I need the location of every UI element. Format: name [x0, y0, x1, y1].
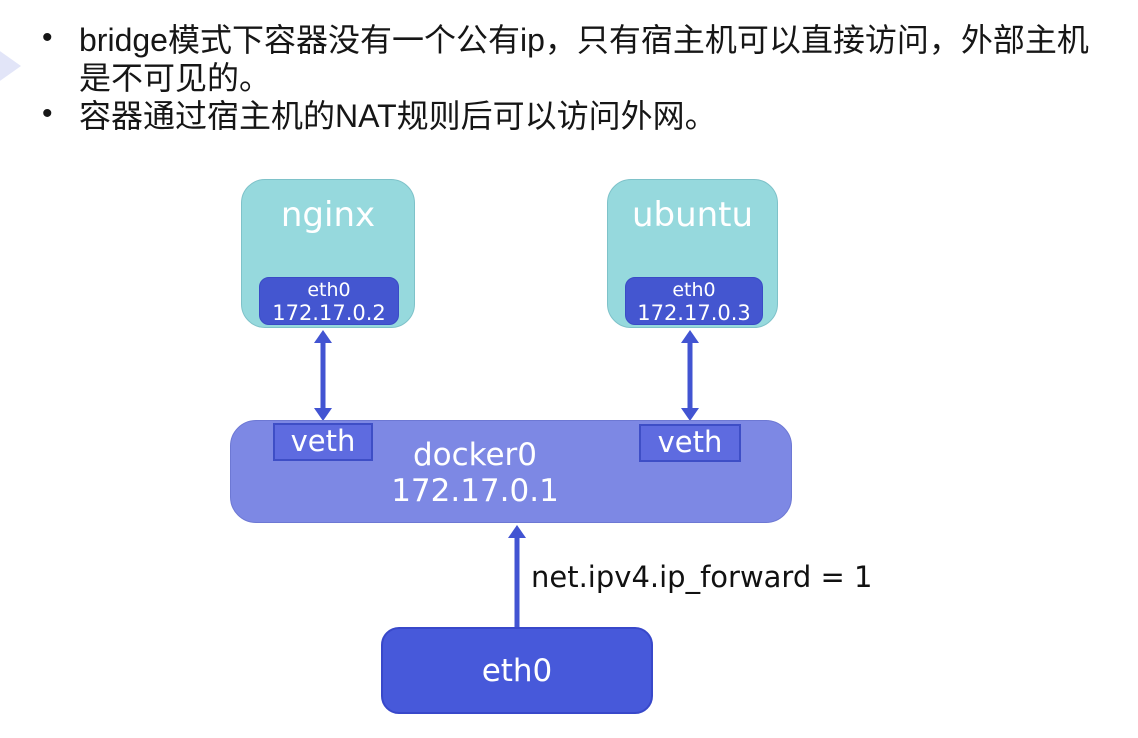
- veth-left: veth: [273, 423, 373, 461]
- arrow-line: [514, 536, 520, 629]
- ip-forward-annotation: net.ipv4.ip_forward = 1: [531, 560, 873, 594]
- container-name: nginx: [280, 195, 376, 235]
- note-bullet-nat: 容器通过宿主机的NAT规则后可以访问外网。: [42, 95, 1127, 135]
- arrowhead-up-icon: [508, 525, 526, 538]
- interface-ip: 172.17.0.2: [272, 301, 386, 325]
- interface-name: eth0: [672, 279, 716, 301]
- interface-ip: 172.17.0.3: [637, 301, 751, 325]
- arrowhead-up-icon: [681, 330, 699, 343]
- host-interface-name: eth0: [481, 652, 553, 689]
- bridge-label: docker0 172.17.0.1: [325, 437, 625, 509]
- bridge-name: docker0: [412, 437, 538, 473]
- container-name: ubuntu: [631, 195, 754, 235]
- arrow-nginx-veth: [314, 330, 332, 421]
- arrow-line: [687, 341, 693, 410]
- decorative-triangle-icon: [0, 49, 21, 83]
- arrow-line: [320, 341, 326, 410]
- container-nginx: nginx eth0 172.17.0.2: [241, 179, 415, 328]
- notes-list: bridge模式下容器没有一个公有ip，只有宿主机可以直接访问，外部主机 是不可…: [42, 19, 1127, 135]
- bridge-ip: 172.17.0.1: [391, 473, 559, 509]
- arrowhead-up-icon: [314, 330, 332, 343]
- arrowhead-down-icon: [314, 408, 332, 421]
- arrowhead-down-icon: [681, 408, 699, 421]
- container-ubuntu: ubuntu eth0 172.17.0.3: [607, 179, 778, 328]
- arrow-ubuntu-veth: [681, 330, 699, 421]
- container-ubuntu-interface: eth0 172.17.0.3: [625, 277, 763, 325]
- host-interface-eth0: eth0: [381, 627, 653, 714]
- interface-name: eth0: [307, 279, 351, 301]
- arrow-eth0-docker0: [508, 525, 526, 629]
- container-nginx-interface: eth0 172.17.0.2: [259, 277, 399, 325]
- veth-right: veth: [639, 424, 741, 462]
- note-bullet-bridge-mode: bridge模式下容器没有一个公有ip，只有宿主机可以直接访问，外部主机 是不可…: [42, 19, 1127, 97]
- bridge-docker0: veth veth docker0 172.17.0.1: [230, 420, 792, 523]
